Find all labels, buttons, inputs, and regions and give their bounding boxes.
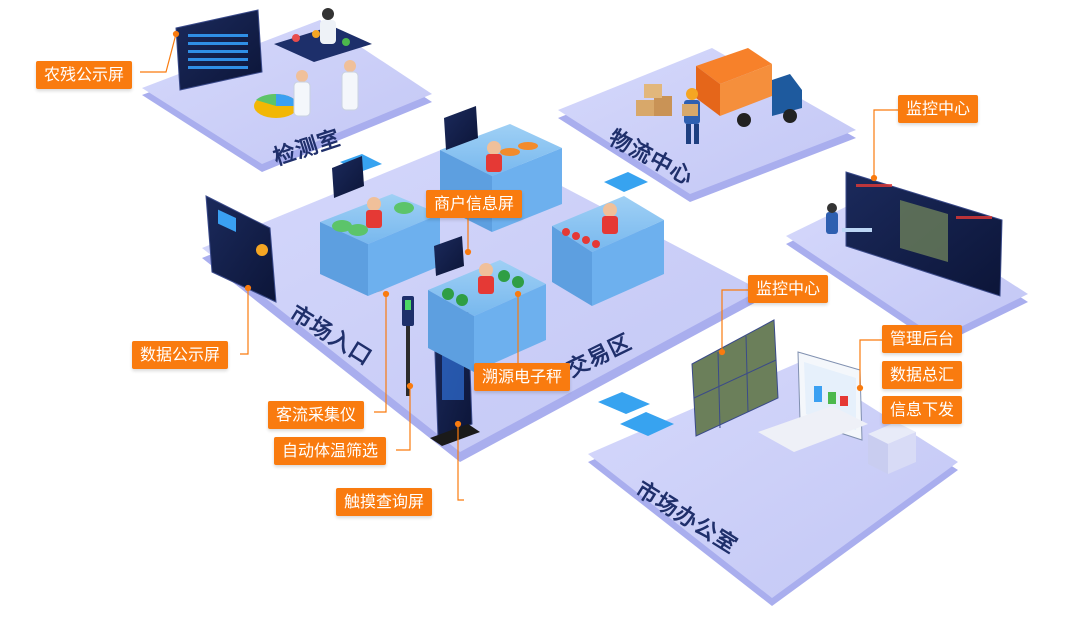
lab-pie-chart-icon (254, 93, 298, 118)
tag-data-screen: 数据公示屏 (132, 341, 229, 369)
tag-pesticide-screen: 农残公示屏 (36, 61, 133, 89)
delivery-truck-icon (696, 48, 802, 127)
lab-display-screen (175, 9, 263, 91)
tag-info-dispatch: 信息下发 (882, 396, 963, 424)
office-computer-icon (758, 351, 868, 452)
office-platform (588, 362, 958, 606)
stall-front (428, 236, 546, 372)
connector-tiles (340, 154, 674, 436)
cargo-boxes-icon (636, 84, 672, 116)
monitor-video-wall (845, 171, 1003, 297)
tag-monitor-center-1: 监控中心 (898, 95, 979, 123)
tag-traffic-counter: 客流采集仪 (268, 401, 365, 429)
office-server-icon (868, 422, 916, 474)
lab-bench-icon (274, 26, 372, 62)
monitor-operator-icon (826, 203, 872, 234)
tag-management-backend: 管理后台 (882, 325, 963, 353)
stall-left (320, 156, 440, 296)
entrance-data-screen (205, 195, 277, 303)
stall-right (552, 196, 664, 306)
tag-temp-screening: 自动体温筛选 (274, 437, 387, 465)
tag-trace-scale: 溯源电子秤 (474, 363, 571, 391)
delivery-worker-icon (682, 88, 700, 144)
temperature-kiosk-icon (402, 296, 414, 396)
tag-touch-query: 触摸查询屏 (336, 488, 433, 516)
lab-scientist-icon (293, 8, 359, 117)
tag-merchant-screen: 商户信息屏 (426, 190, 523, 218)
tag-monitor-center-2: 监控中心 (748, 275, 829, 303)
logistics-platform (558, 48, 856, 202)
office-video-wall (691, 319, 779, 437)
tag-data-summary: 数据总汇 (882, 361, 963, 389)
leader-lines (140, 30, 898, 501)
